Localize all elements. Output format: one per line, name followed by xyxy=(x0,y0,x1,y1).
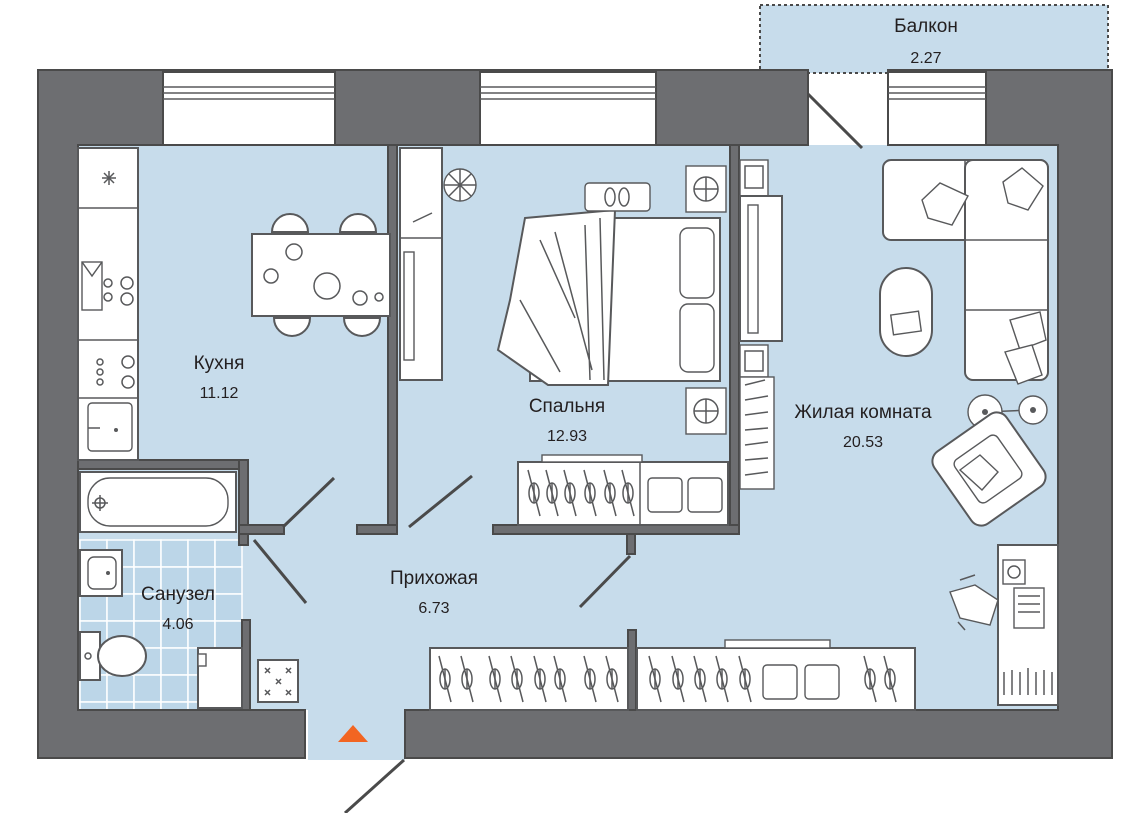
bedroom-rug xyxy=(584,182,651,212)
hallway-area: 6.73 xyxy=(418,600,450,617)
balcony-name: Балкон xyxy=(894,16,958,37)
coffee-table xyxy=(879,267,933,357)
room-label-kitchen: Кухня 11.12 xyxy=(194,353,245,403)
room-label-balcony: Балкон 2.27 xyxy=(894,16,958,68)
dining-table xyxy=(251,213,391,337)
sofa xyxy=(882,159,1049,385)
tv-stand xyxy=(739,159,783,490)
room-label-bathroom: Санузел 4.06 xyxy=(141,584,215,634)
armchair xyxy=(931,411,1047,527)
room-label-living: Жилая комната 20.53 xyxy=(794,402,931,452)
bathroom-area: 4.06 xyxy=(162,616,194,633)
interior-walls xyxy=(77,144,740,711)
windows xyxy=(162,71,987,146)
desk xyxy=(949,544,1059,706)
bathtub xyxy=(79,471,237,533)
kitchen-counter xyxy=(77,147,139,461)
room-label-bedroom: Спальня 12.93 xyxy=(529,396,605,446)
bedroom-wardrobe xyxy=(517,454,729,526)
hallway-wardrobe xyxy=(429,639,916,711)
balcony-area: 2.27 xyxy=(910,50,942,67)
nightstands xyxy=(685,165,727,435)
snowflake-icon xyxy=(102,171,116,185)
washing-machine xyxy=(197,647,243,709)
bathroom-sink xyxy=(79,549,123,597)
bedroom-area: 12.93 xyxy=(546,428,588,445)
door-swings xyxy=(252,92,864,813)
living-area: 20.53 xyxy=(842,434,884,451)
bedroom-name: Спальня xyxy=(528,396,606,417)
bed xyxy=(496,208,721,386)
kitchen-area: 11.12 xyxy=(199,385,239,402)
balcony-area xyxy=(759,4,1109,74)
hall-wardrobe xyxy=(399,147,477,381)
room-label-hallway: Прихожая 6.73 xyxy=(390,568,478,618)
bathroom-name: Санузел xyxy=(140,584,216,605)
kitchen-name: Кухня xyxy=(193,353,245,374)
entrance-arrow-icon xyxy=(338,725,368,742)
toilet xyxy=(79,631,147,681)
shoe-cabinet xyxy=(257,659,299,703)
living-name: Жилая комната xyxy=(794,402,932,423)
hallway-name: Прихожая xyxy=(389,568,479,589)
